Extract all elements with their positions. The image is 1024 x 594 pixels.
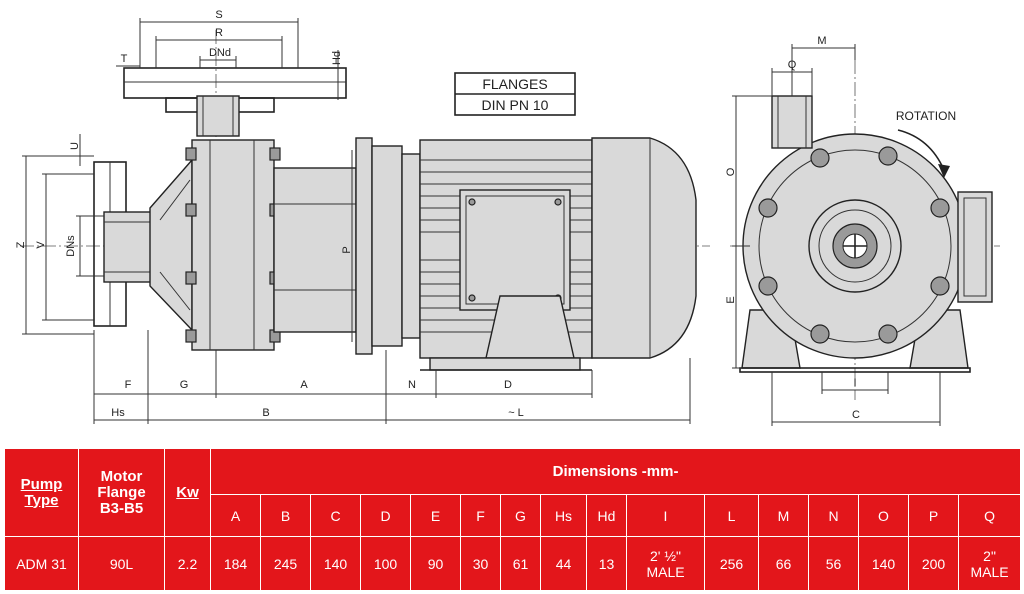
dim-header: C: [310, 494, 361, 537]
cell-dim-c: 140: [310, 536, 361, 591]
dim-header: M: [758, 494, 809, 537]
cell-motor-flange: 90L: [78, 536, 165, 591]
label-b: B: [262, 407, 269, 419]
flanges-box: FLANGES DIN PN 10: [454, 72, 576, 116]
label-e: E: [725, 296, 737, 303]
label-hd: Hd: [331, 51, 343, 65]
label-u: U: [69, 142, 81, 150]
dim-header: B: [260, 494, 311, 537]
label-i: I: [853, 377, 856, 389]
label-q: Q: [788, 59, 797, 71]
cell-dim-hs: 44: [540, 536, 587, 591]
label-a: A: [300, 379, 308, 391]
dim-header: Hs: [540, 494, 587, 537]
dim-header: A: [210, 494, 261, 537]
label-m: M: [817, 35, 826, 47]
label-dnd: DNd: [209, 47, 231, 59]
label-t: T: [121, 53, 128, 65]
header-pump-type: Pump Type: [4, 448, 79, 537]
side-view-labels: S R DNd T Hd U Z V DNs P F G A N D Hs B …: [15, 9, 524, 419]
pump-dimension-drawing: FLANGES DIN PN 10 S R DNd T Hd U Z V DNs…: [15, 9, 1000, 426]
label-d: D: [504, 379, 512, 391]
label-c: C: [852, 409, 860, 421]
header-dimensions: Dimensions -mm-: [209, 448, 1022, 495]
cell-dim-hd: 13: [586, 536, 627, 591]
flanges-title: FLANGES: [482, 76, 547, 92]
cell-kw: 2.2: [164, 536, 211, 591]
label-g: G: [180, 379, 189, 391]
cell-dim-d: 100: [360, 536, 411, 591]
cell-dim-n: 56: [808, 536, 859, 591]
cell-dim-l: 256: [704, 536, 759, 591]
cell-dim-o: 140: [858, 536, 909, 591]
cell-pump-type: ADM 31: [4, 536, 79, 591]
label-r: R: [215, 27, 223, 39]
cell-dim-g: 61: [500, 536, 541, 591]
label-f: F: [125, 379, 132, 391]
label-dns: DNs: [65, 235, 77, 257]
front-view: [730, 44, 1000, 426]
rotation-label: ROTATION: [896, 109, 956, 123]
label-hs: Hs: [111, 407, 125, 419]
cell-dim-e: 90: [410, 536, 461, 591]
flanges-standard: DIN PN 10: [482, 97, 549, 113]
label-s: S: [215, 9, 222, 21]
side-view: [20, 18, 710, 424]
dim-header: L: [704, 494, 759, 537]
label-l: ~ L: [508, 407, 524, 419]
cell-dim-p: 200: [908, 536, 959, 591]
cell-dim-a: 184: [210, 536, 261, 591]
cell-dim-b: 245: [260, 536, 311, 591]
dim-header: I: [626, 494, 705, 537]
dim-header: O: [858, 494, 909, 537]
cell-dim-m: 66: [758, 536, 809, 591]
label-v: V: [35, 241, 47, 249]
dim-header: D: [360, 494, 411, 537]
cell-dim-q: 2" MALE: [957, 536, 1022, 591]
dim-header: P: [908, 494, 959, 537]
dim-header: Hd: [586, 494, 627, 537]
dim-header: F: [460, 494, 501, 537]
label-n: N: [408, 379, 416, 391]
front-view-labels: M Q ROTATION O E I C: [725, 35, 956, 421]
dim-header: E: [410, 494, 461, 537]
label-z: Z: [15, 241, 27, 248]
header-kw: Kw: [164, 448, 211, 537]
label-o: O: [725, 167, 737, 176]
dim-header: N: [808, 494, 859, 537]
dim-header: G: [500, 494, 541, 537]
label-p: P: [341, 246, 353, 253]
cell-dim-i: 2' ½" MALE: [626, 536, 705, 591]
cell-dim-f: 30: [460, 536, 501, 591]
dim-header: Q: [957, 494, 1022, 537]
